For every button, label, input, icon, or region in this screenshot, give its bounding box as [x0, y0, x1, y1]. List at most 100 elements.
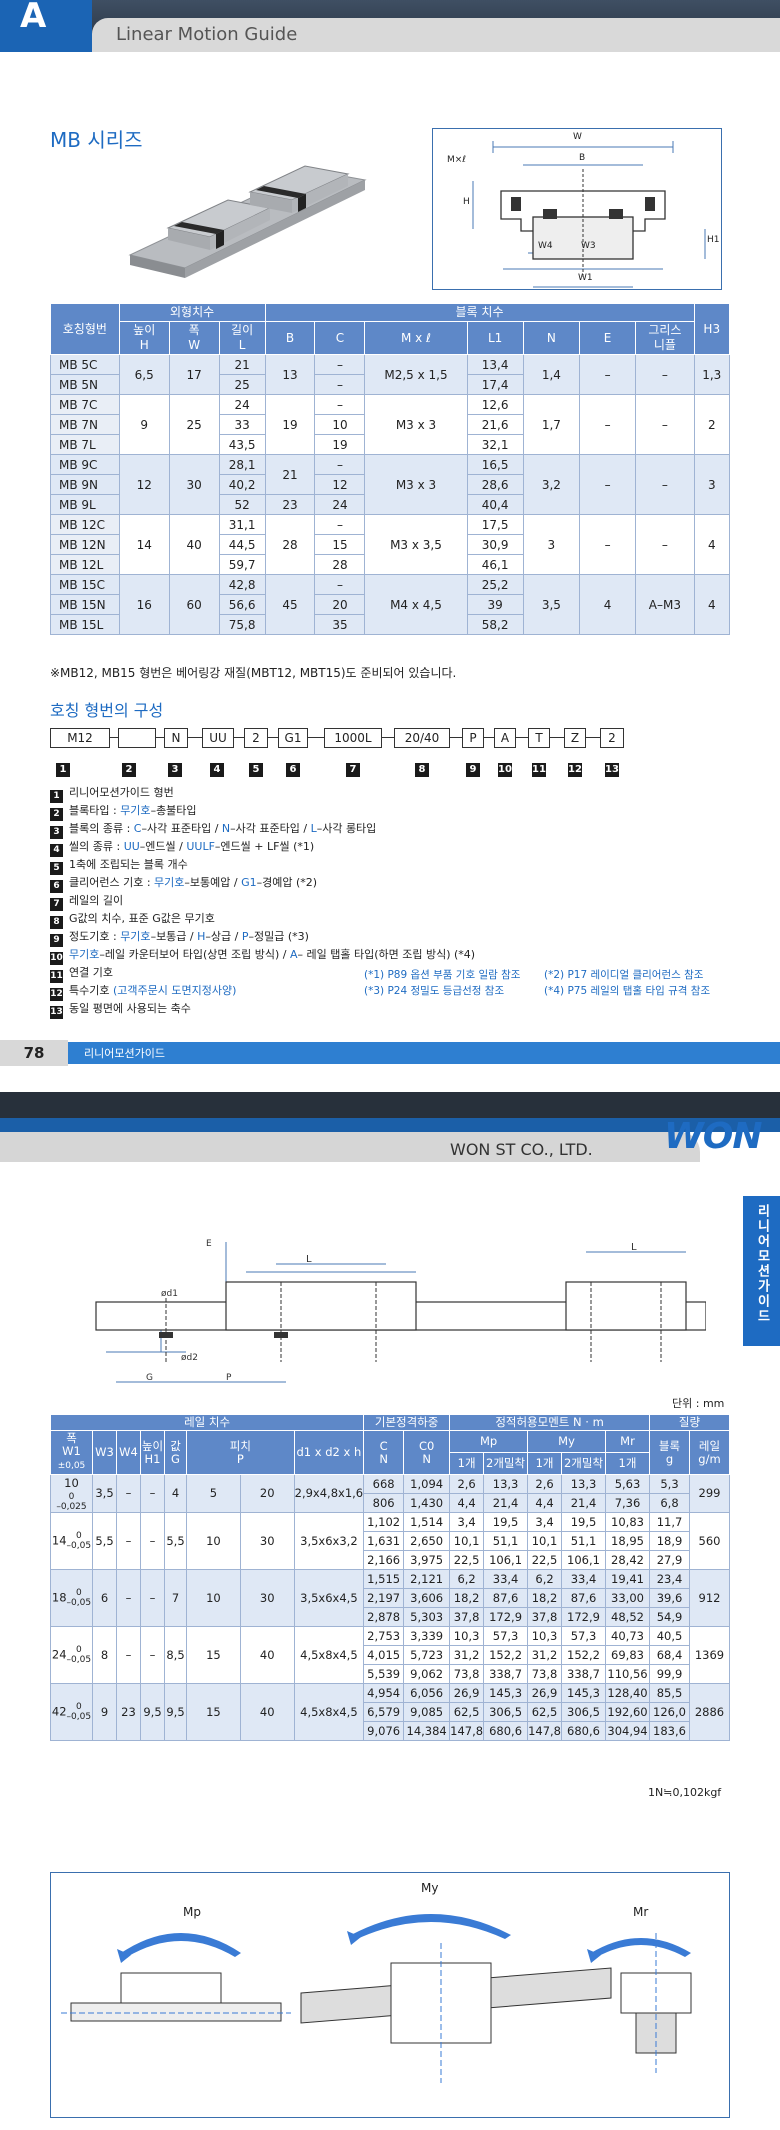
- table-cell: 73,8: [527, 1664, 562, 1684]
- table-cell: 299: [689, 1474, 730, 1513]
- section-title: MB 시리즈: [50, 128, 143, 152]
- chapter-tab: [0, 0, 92, 52]
- table-cell: 3,4: [527, 1512, 562, 1532]
- th-C: C: [314, 321, 366, 355]
- th-H3: H3: [693, 303, 731, 355]
- config-box-4: UU: [202, 728, 234, 748]
- table-cell: 145,3: [483, 1683, 529, 1703]
- table-cell: 26,9: [527, 1683, 562, 1703]
- config-dash: [110, 737, 118, 738]
- moment-Mp-label: Mp: [183, 1905, 201, 1919]
- svg-text:E: E: [206, 1239, 212, 1249]
- table-cell: 54,9: [649, 1607, 690, 1627]
- table-cell: 4: [164, 1474, 187, 1513]
- config-num-3: 3: [168, 763, 182, 777]
- table-cell: 31,2: [449, 1645, 485, 1665]
- dim-H1-label: H1: [707, 235, 720, 245]
- table-cell: 338,7: [483, 1664, 529, 1684]
- svg-text:ød1: ød1: [161, 1289, 178, 1299]
- table-cell: 30: [239, 1512, 295, 1570]
- table-cell: 304,94: [605, 1721, 650, 1741]
- config-num-11: 11: [532, 763, 546, 777]
- th-W4: W4: [116, 1430, 141, 1475]
- table-cell: 18,2: [449, 1588, 485, 1608]
- config-box-2: [118, 728, 156, 748]
- config-dash: [382, 737, 394, 738]
- table-cell: 27,9: [649, 1550, 690, 1570]
- table-cell: 28,42: [605, 1550, 650, 1570]
- table-cell: 4,015: [363, 1645, 405, 1665]
- table-cell: 1,430: [403, 1493, 451, 1513]
- table-cell: –: [140, 1512, 165, 1570]
- config-box-6: G1: [278, 728, 308, 748]
- table-cell: 3,975: [403, 1550, 451, 1570]
- table-cell: 33,00: [605, 1588, 650, 1608]
- th-L1: L1: [466, 321, 524, 355]
- table-cell: 40: [239, 1626, 295, 1684]
- config-box-3: N: [164, 728, 188, 748]
- config-box-9: P: [462, 728, 484, 748]
- table-cell: –: [140, 1569, 165, 1627]
- table-cell: 31,2: [527, 1645, 562, 1665]
- table-cell: 14,384: [403, 1721, 451, 1741]
- table-cell: 2,197: [363, 1588, 405, 1608]
- table-cell: 4,4: [449, 1493, 485, 1513]
- table-cell: –: [116, 1626, 141, 1684]
- table-cell: 99,9: [649, 1664, 690, 1684]
- table-cell: 8,5: [164, 1626, 187, 1684]
- dim-W1-label: W1: [578, 273, 593, 283]
- chapter-letter: A: [20, 0, 47, 36]
- ref-1: (*1) P89 옵션 부품 기호 일람 참조: [364, 969, 521, 981]
- table-cell: 9,085: [403, 1702, 451, 1722]
- config-dash: [586, 737, 600, 738]
- table-cell: –: [140, 1474, 165, 1513]
- table-cell: 37,8: [449, 1607, 485, 1627]
- config-box-7: 1000L: [324, 728, 382, 748]
- config-dash: [268, 737, 278, 738]
- table-cell: –: [116, 1474, 141, 1513]
- table-cell: 10,3: [449, 1626, 485, 1646]
- th-one: 1개: [527, 1452, 562, 1475]
- table-cell: 57,3: [561, 1626, 606, 1646]
- table-cell: 1,631: [363, 1531, 405, 1551]
- config-dash: [516, 737, 528, 738]
- table-cell: 33,4: [561, 1569, 606, 1589]
- table-cell: 680,6: [483, 1721, 529, 1741]
- table-cell: 6,579: [363, 1702, 405, 1722]
- table-cell: 18,9: [649, 1531, 690, 1551]
- table-cell: 3,606: [403, 1588, 451, 1608]
- th-My: My: [527, 1430, 606, 1453]
- config-box-13: 2: [600, 728, 624, 748]
- table-cell: 5,5: [164, 1512, 187, 1570]
- table-cell: 19,5: [483, 1512, 529, 1532]
- config-box-12: Z: [564, 728, 586, 748]
- table-cell: 51,1: [483, 1531, 529, 1551]
- table-cell: 145,3: [561, 1683, 606, 1703]
- svg-text:P: P: [226, 1373, 232, 1383]
- th-mass: 질량: [649, 1414, 730, 1431]
- table-cell: 192,60: [605, 1702, 650, 1722]
- table-cell: 3,5x6x4,5: [293, 1569, 365, 1627]
- table-cell: 62,5: [449, 1702, 485, 1722]
- table-cell: 4,4: [527, 1493, 562, 1513]
- page-number: 78: [0, 1040, 68, 1066]
- table-cell: 2,6: [449, 1474, 485, 1494]
- config-dash: [308, 737, 324, 738]
- page-footer: [0, 1042, 780, 1064]
- table-cell: 22,5: [527, 1550, 562, 1570]
- table-cell: 85,5: [649, 1683, 690, 1703]
